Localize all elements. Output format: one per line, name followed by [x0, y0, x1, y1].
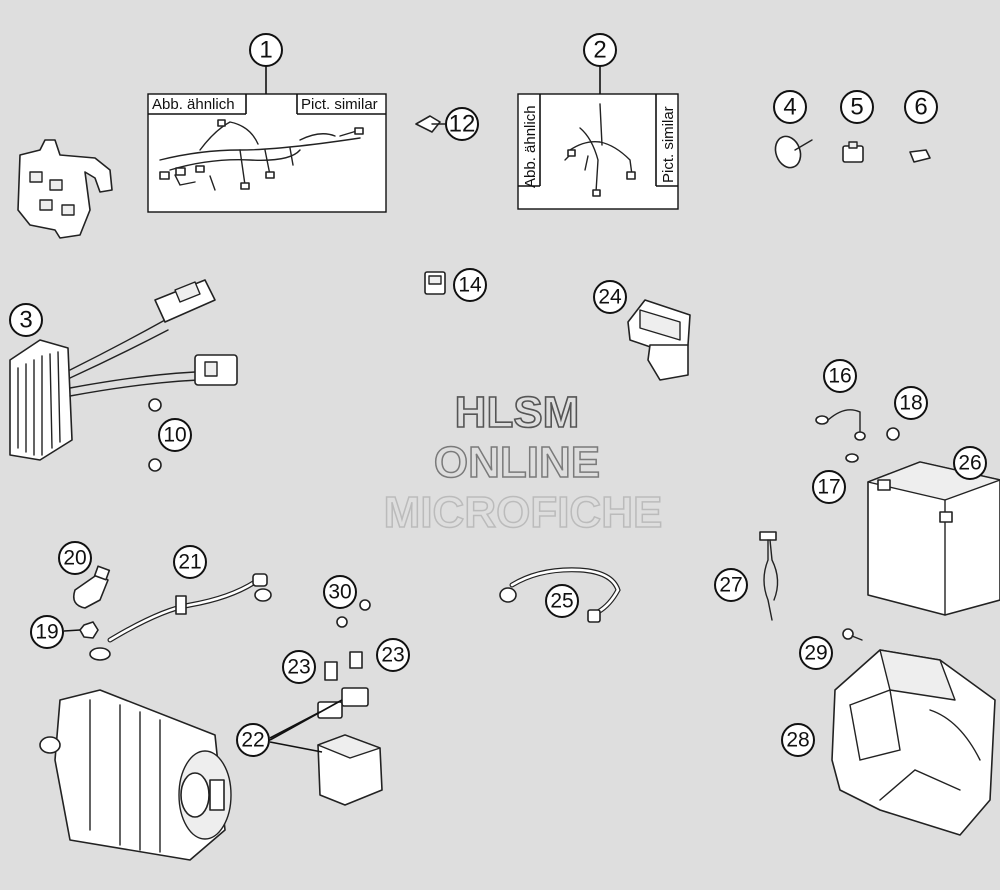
- part-5-clip[interactable]: [842, 141, 864, 163]
- callout-29: 29: [804, 642, 827, 665]
- watermark-line-3: MICROFICHE: [384, 488, 663, 537]
- callout-20: 20: [63, 547, 86, 570]
- callout-22: 22: [241, 729, 264, 752]
- callout-4: 4: [783, 94, 796, 121]
- part-17-washer[interactable]: [845, 453, 859, 463]
- watermark: HLSM ONLINE MICROFICHE: [383, 387, 663, 538]
- callout-16: 16: [828, 365, 851, 388]
- callout-26: 26: [958, 452, 981, 475]
- part-19-nut[interactable]: [63, 621, 99, 639]
- callout-21: 21: [178, 551, 201, 574]
- part-26-battery[interactable]: [867, 461, 1000, 616]
- part-1-wiring-harness[interactable]: Abb. ähnlich Pict. similar: [147, 66, 387, 213]
- part-24-control-unit[interactable]: [627, 299, 691, 381]
- callout-6: 6: [914, 94, 927, 121]
- callout-19: 19: [35, 621, 58, 644]
- callout-1: 1: [259, 37, 272, 64]
- starter-motor: [39, 689, 232, 861]
- part-4-cable-tie[interactable]: [771, 133, 813, 171]
- part-20-terminal-cap[interactable]: [72, 565, 111, 609]
- callout-28: 28: [786, 729, 809, 752]
- callout-27: 27: [719, 574, 742, 597]
- box2-label-de: Abb. ähnlich: [522, 105, 539, 188]
- box2-label-en: Pict. similar: [660, 106, 677, 183]
- callout-17: 17: [817, 476, 840, 499]
- callout-3: 3: [19, 307, 32, 334]
- callout-12: 12: [449, 111, 476, 138]
- callout-10: 10: [163, 424, 186, 447]
- part-16-ground-cable[interactable]: [815, 409, 866, 441]
- part-21-starter-cable[interactable]: [89, 573, 272, 661]
- part-14-relay[interactable]: [424, 271, 446, 295]
- part-30-screws[interactable]: [336, 599, 371, 628]
- part-23-fuses[interactable]: [324, 651, 363, 681]
- watermark-line-1: HLSM: [455, 388, 580, 437]
- part-6-clip[interactable]: [909, 149, 931, 163]
- part-29-bolt[interactable]: [842, 628, 863, 641]
- part-25-battery-cable[interactable]: [499, 567, 621, 623]
- callout-23-left: 23: [287, 656, 310, 679]
- part-2-wiring-harness[interactable]: Abb. ähnlich Pict. similar: [517, 66, 679, 210]
- callout-23-right: 23: [381, 644, 404, 667]
- callout-25: 25: [550, 590, 573, 613]
- part-18-screw[interactable]: [886, 427, 900, 441]
- part-22-starter-relay[interactable]: [269, 687, 383, 806]
- part-3-voltage-regulator[interactable]: [9, 279, 238, 461]
- callout-5: 5: [850, 94, 863, 121]
- part-10-screws[interactable]: [148, 398, 162, 472]
- watermark-line-2: ONLINE: [434, 438, 600, 487]
- callout-14: 14: [458, 274, 482, 297]
- harness-bracket: [17, 139, 113, 239]
- part-28-battery-holder[interactable]: [831, 649, 996, 836]
- callout-30: 30: [328, 581, 351, 604]
- box1-label-de: Abb. ähnlich: [152, 96, 235, 113]
- callout-24: 24: [598, 286, 622, 309]
- callout-2: 2: [593, 37, 606, 64]
- callout-18: 18: [899, 392, 922, 415]
- part-12-connector[interactable]: [415, 115, 447, 133]
- part-27-strap[interactable]: [759, 531, 779, 621]
- box1-label-en: Pict. similar: [301, 96, 378, 113]
